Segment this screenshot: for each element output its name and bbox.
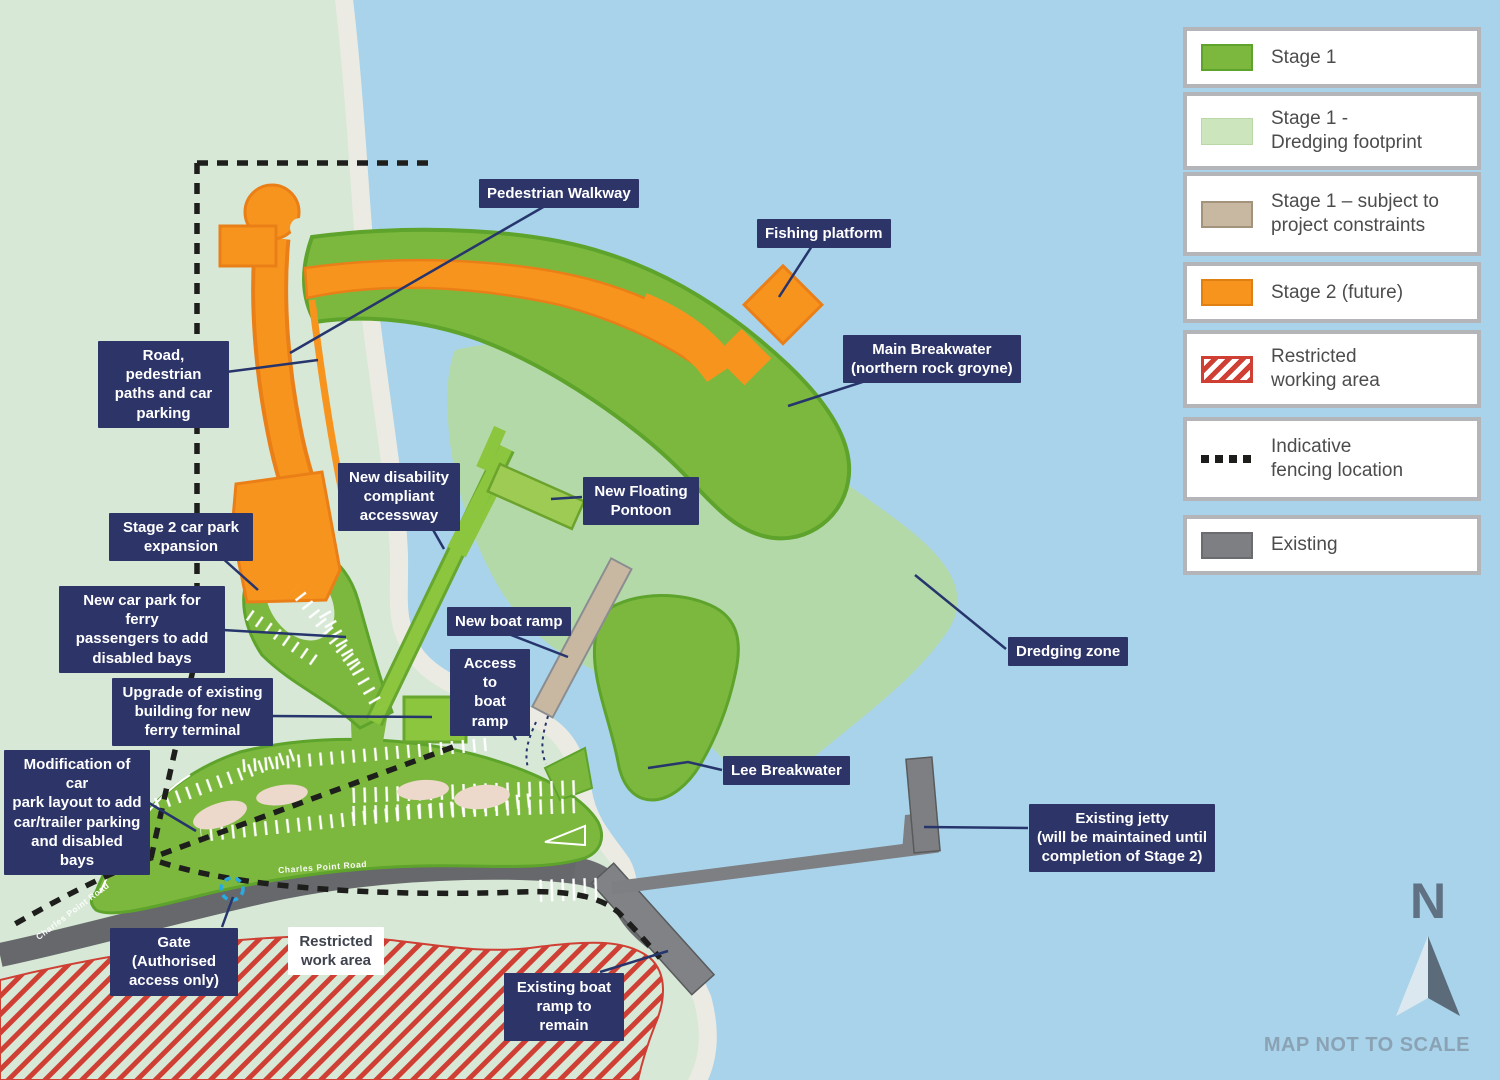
label-main-breakwater: Main Breakwater (northern rock groyne) xyxy=(843,335,1021,384)
walkway-elbow-end xyxy=(714,328,772,386)
existing-jetty-structure xyxy=(611,839,939,895)
stage2-road xyxy=(255,236,314,497)
map-scale-note: MAP NOT TO SCALE xyxy=(1263,1034,1470,1056)
legend-item-project-constraints: Stage 1 – subject to project constraints xyxy=(1183,172,1481,256)
restricted-swatch xyxy=(1201,355,1253,383)
legend-item-existing: Existing xyxy=(1183,515,1481,575)
label-gate: Gate (Authorised access only) xyxy=(110,928,238,996)
legend-item-fencing: Indicative fencing location xyxy=(1183,417,1481,501)
lee-breakwater-region xyxy=(592,594,740,802)
label-new-car-park: New car park for ferry passengers to add… xyxy=(59,586,225,673)
label-stage2-expansion: Stage 2 car park expansion xyxy=(109,513,253,562)
existing-road xyxy=(0,855,605,967)
stage1-swatch xyxy=(1201,44,1253,71)
legend-label: Stage 1 xyxy=(1271,46,1337,68)
fishing-platform-structure xyxy=(741,263,825,346)
label-access-boat-ramp: Access to boat ramp xyxy=(450,649,530,736)
label-restricted-work-area: Restricted work area xyxy=(288,927,384,976)
accessway xyxy=(368,445,512,725)
stage2-swatch xyxy=(1201,279,1253,306)
label-dredging-zone: Dredging zone xyxy=(1008,637,1129,667)
label-car-park-modification: Modification of car park layout to add c… xyxy=(4,750,150,876)
pontoon-connector xyxy=(476,425,507,472)
stage2-road-arm xyxy=(218,224,278,268)
floating-pontoon-structure xyxy=(486,462,586,531)
legend-item-stage2: Stage 2 (future) xyxy=(1183,262,1481,323)
legend-label: Stage 1 – subject to project constraints xyxy=(1271,191,1439,236)
north-arrow-icon xyxy=(1396,936,1460,1016)
label-lee-breakwater: Lee Breakwater xyxy=(723,756,850,786)
constraints-swatch xyxy=(1201,200,1253,228)
fence-swatch xyxy=(1201,455,1253,463)
legend-label: Restricted working area xyxy=(1271,346,1380,391)
boat-ramp-access-dotted-1 xyxy=(525,721,537,769)
legend-item-stage1: Stage 1 xyxy=(1183,27,1481,88)
dredging-swatch xyxy=(1201,117,1253,145)
label-pedestrian-walkway: Pedestrian Walkway xyxy=(479,179,639,209)
north-letter: N xyxy=(1409,873,1447,929)
leader-lines xyxy=(143,204,1029,974)
dredging-footprint-region xyxy=(447,342,958,780)
label-upgrade-building: Upgrade of existing building for new fer… xyxy=(112,678,273,746)
label-disability-accessway: New disability compliant accessway xyxy=(338,463,460,531)
main-breakwater-region xyxy=(302,227,852,541)
label-new-boat-ramp: New boat ramp xyxy=(447,607,571,637)
existing-swatch xyxy=(1201,531,1253,559)
legend-item-dredging-footprint: Stage 1 - Dredging footprint xyxy=(1183,92,1481,170)
walkway-elbow xyxy=(633,293,737,383)
gangway-1 xyxy=(447,460,497,550)
label-existing-boat-ramp: Existing boat ramp to remain xyxy=(504,973,624,1041)
legend-label: Stage 1 - Dredging footprint xyxy=(1271,108,1423,153)
new-boat-ramp-structure xyxy=(530,556,633,719)
legend-label: Stage 2 (future) xyxy=(1271,281,1404,303)
gate-marker xyxy=(219,876,245,902)
label-floating-pontoon: New Floating Pontoon xyxy=(583,477,699,526)
legend-label: Existing xyxy=(1271,534,1338,556)
legend-item-restricted-area: Restricted working area xyxy=(1183,330,1481,408)
turnaround-notch xyxy=(290,218,310,238)
label-fishing-platform: Fishing platform xyxy=(757,219,891,249)
label-existing-jetty: Existing jetty (will be maintained until… xyxy=(1029,804,1215,872)
existing-jetty-head xyxy=(905,756,941,854)
label-road-paths-parking: Road, pedestrian paths and car parking xyxy=(98,341,229,428)
legend-label: Indicative fencing location xyxy=(1271,436,1404,481)
car-park-islands xyxy=(193,779,510,830)
